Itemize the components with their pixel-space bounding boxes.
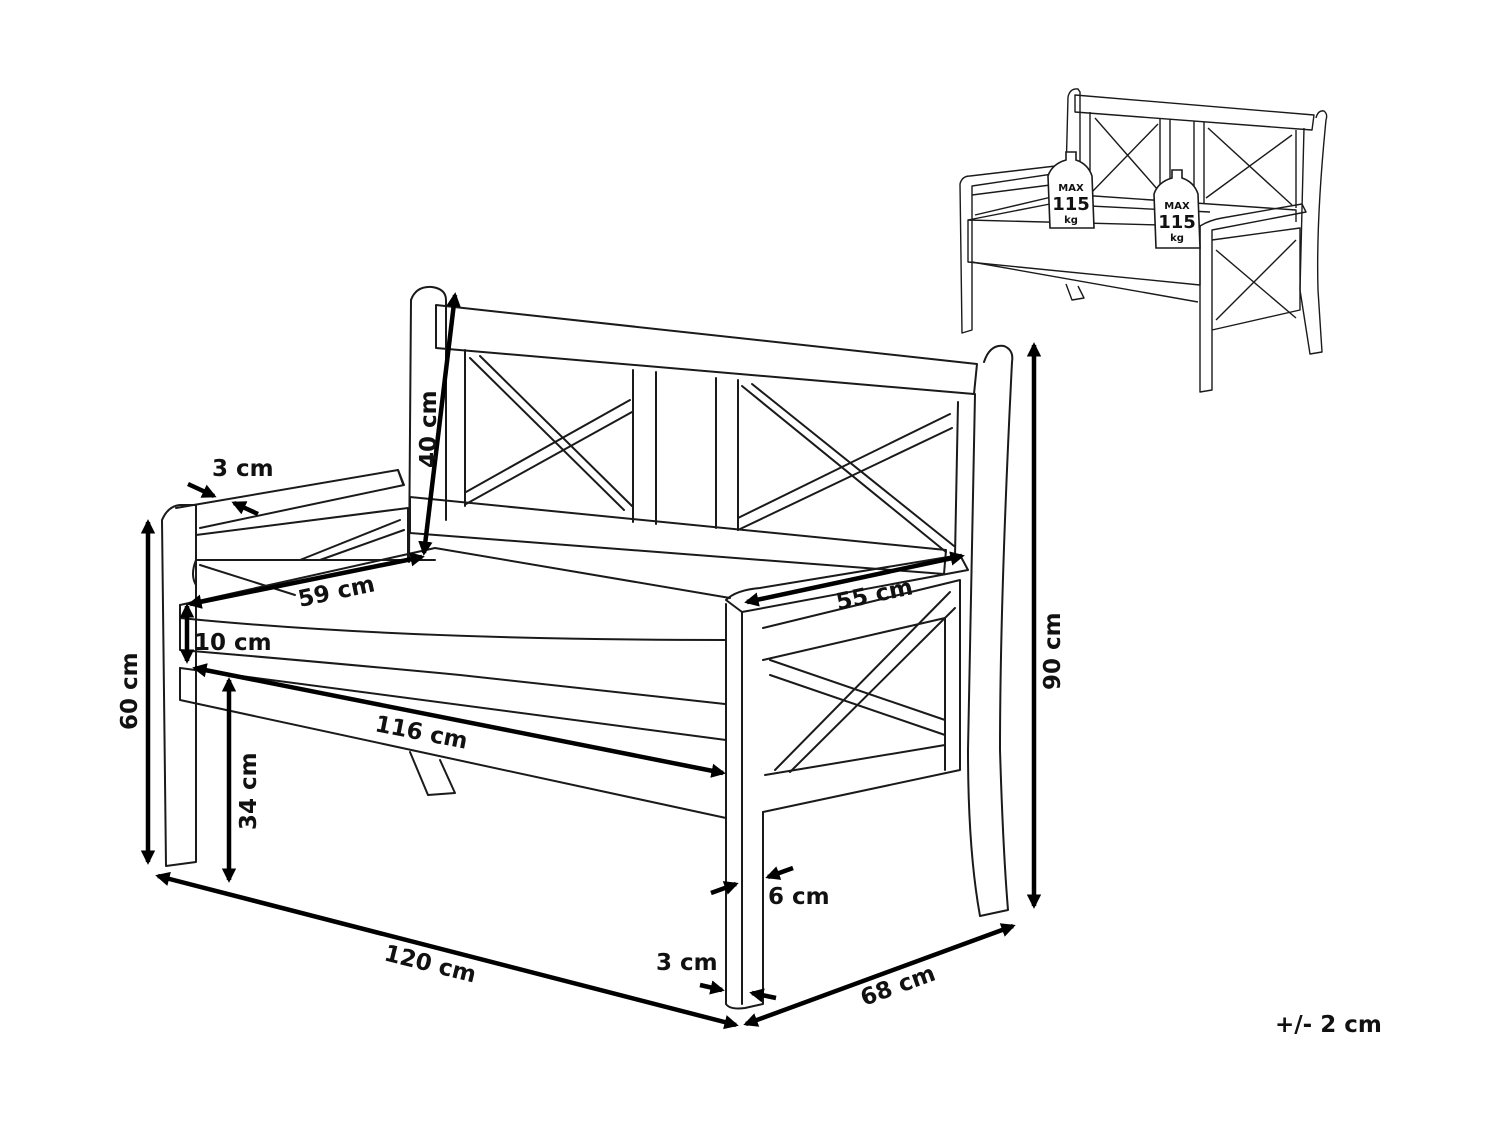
- dimension-arrows: [140, 292, 1042, 1030]
- main-bench: [161, 285, 1014, 1010]
- total-width-arrow: [155, 871, 739, 1030]
- svg-text:MAX: MAX: [1058, 183, 1084, 194]
- load-capacity-bench: [959, 88, 1328, 393]
- weight-icon: MAX 115 kg: [1153, 169, 1201, 249]
- arm-height-label: 60 cm: [117, 652, 143, 730]
- svg-text:kg: kg: [1064, 215, 1078, 226]
- total-height-label: 90 cm: [1040, 612, 1066, 690]
- total-depth-arrow: [743, 923, 1016, 1027]
- seat-height-label: 34 cm: [236, 752, 262, 830]
- armrest-depth-arrow: [744, 551, 965, 607]
- svg-text:kg: kg: [1170, 233, 1184, 244]
- tolerance-note: +/- 2 cm: [1275, 1012, 1382, 1038]
- weight-icon: MAX 115 kg: [1047, 151, 1095, 229]
- seat-width-arrow: [192, 663, 726, 778]
- svg-text:115: 115: [1158, 212, 1196, 233]
- svg-text:MAX: MAX: [1164, 201, 1190, 212]
- seat-depth-arrow: [187, 552, 425, 609]
- seat-depth-label: 59 cm: [296, 571, 377, 613]
- leg-thickness-label: 3 cm: [656, 950, 718, 976]
- svg-text:115: 115: [1052, 194, 1090, 215]
- armrest-thickness-label: 3 cm: [212, 456, 274, 482]
- cushion-thickness-label: 10 cm: [194, 630, 272, 656]
- leg-width-label: 6 cm: [768, 884, 830, 910]
- backrest-height-label: 40 cm: [416, 390, 442, 468]
- backrest-height-arrow: [418, 292, 461, 556]
